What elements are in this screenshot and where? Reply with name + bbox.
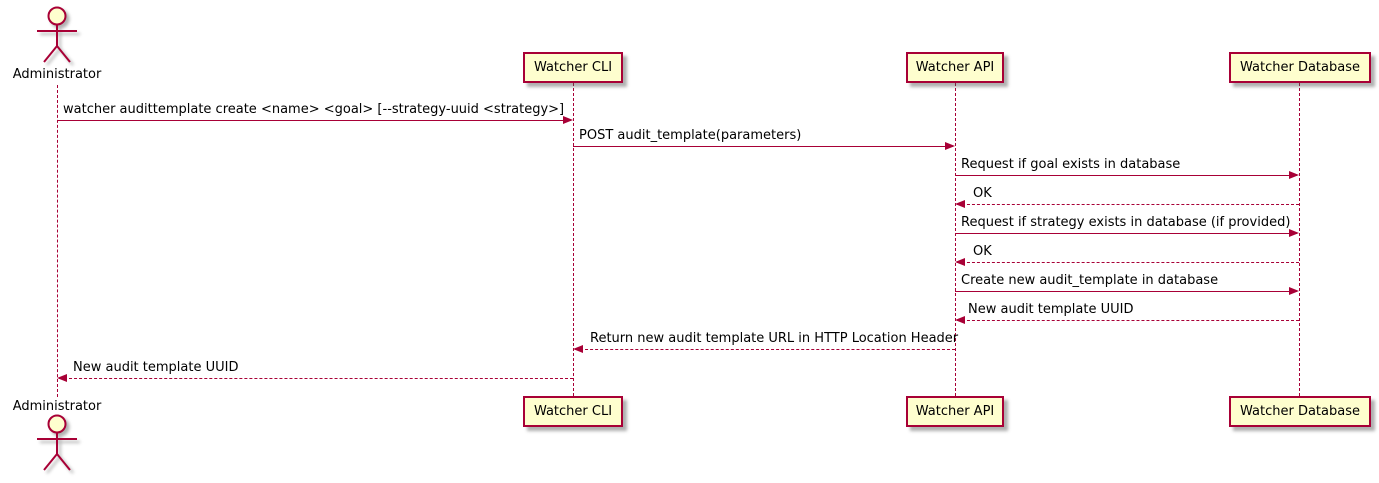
- participant-label: Watcher Database: [1240, 404, 1360, 419]
- actor-administrator-label-bottom: Administrator: [12, 399, 102, 414]
- arrowhead-right-icon: [1289, 229, 1299, 237]
- participant-label: Watcher CLI: [533, 404, 613, 419]
- participant-watcher-database-top: Watcher Database: [1229, 52, 1371, 83]
- participant-label: Watcher API: [915, 404, 995, 419]
- message-label: OK: [973, 186, 992, 201]
- participant-watcher-api-top: Watcher API: [906, 52, 1004, 83]
- message-label: New audit template UUID: [73, 360, 239, 375]
- message-label: New audit template UUID: [968, 302, 1134, 317]
- message-line: [59, 378, 573, 379]
- arrowhead-left-icon: [955, 316, 965, 324]
- participant-label: Watcher Database: [1240, 60, 1360, 75]
- participant-label: Watcher API: [915, 60, 995, 75]
- lifeline-watcher-database: [1299, 83, 1300, 396]
- message-label: OK: [973, 244, 992, 259]
- participant-label: Watcher CLI: [533, 60, 613, 75]
- message-label: POST audit_template(parameters): [579, 128, 802, 143]
- actor-administrator-icon-bottom: [37, 414, 77, 471]
- arrowhead-right-icon: [1289, 171, 1299, 179]
- message-line: [575, 349, 955, 350]
- message-label: watcher audittemplate create <name> <goa…: [63, 102, 565, 117]
- participant-watcher-api-bottom: Watcher API: [906, 396, 1004, 427]
- message-label: Create new audit_template in database: [961, 273, 1219, 288]
- participant-watcher-database-bottom: Watcher Database: [1229, 396, 1371, 427]
- participant-watcher-cli-top: Watcher CLI: [523, 52, 623, 83]
- participant-watcher-cli-bottom: Watcher CLI: [523, 396, 623, 427]
- message-label: Request if goal exists in database: [961, 157, 1181, 172]
- message-line: [957, 320, 1299, 321]
- actor-administrator-label-top: Administrator: [12, 67, 102, 82]
- message-line: [57, 120, 571, 121]
- message-line: [955, 291, 1297, 292]
- message-line: [957, 204, 1299, 205]
- message-label: Return new audit template URL in HTTP Lo…: [590, 331, 959, 346]
- message-line: [955, 233, 1297, 234]
- lifeline-administrator: [57, 85, 58, 397]
- message-line: [957, 262, 1299, 263]
- message-line: [955, 175, 1297, 176]
- arrowhead-left-icon: [57, 374, 67, 382]
- message-label: Request if strategy exists in database (…: [961, 215, 1291, 230]
- arrowhead-right-icon: [563, 116, 573, 124]
- lifeline-watcher-api: [955, 83, 956, 396]
- arrowhead-left-icon: [955, 200, 965, 208]
- arrowhead-right-icon: [1289, 287, 1299, 295]
- arrowhead-right-icon: [945, 142, 955, 150]
- lifeline-watcher-cli: [573, 83, 574, 396]
- arrowhead-left-icon: [573, 345, 583, 353]
- arrowhead-left-icon: [955, 258, 965, 266]
- actor-administrator-icon: [37, 6, 77, 63]
- message-line: [573, 146, 953, 147]
